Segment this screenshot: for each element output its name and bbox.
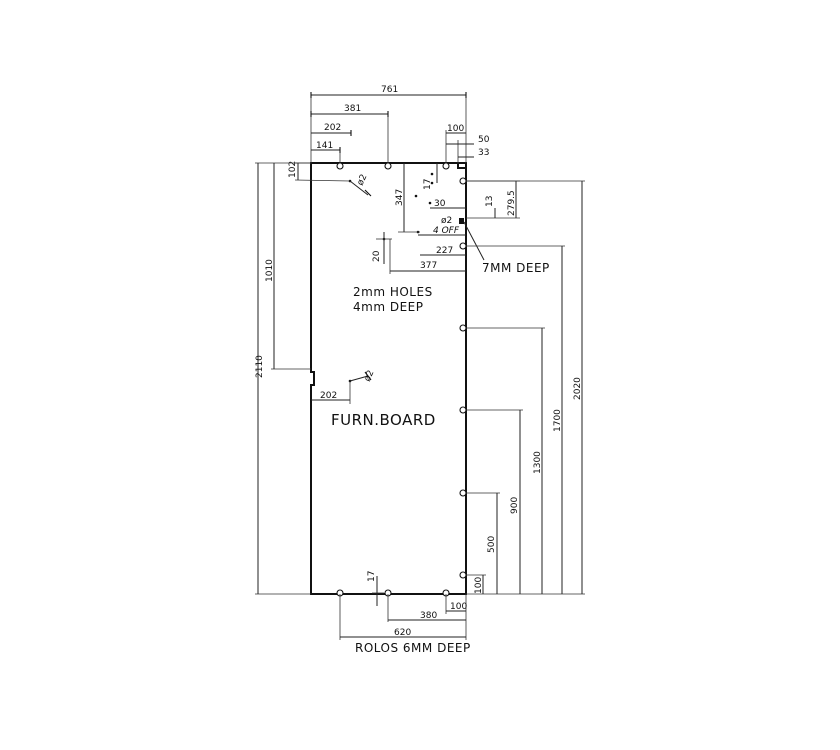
dim-100-top: 100 [447, 124, 464, 134]
hole [459, 571, 467, 579]
dim-381: 381 [344, 104, 361, 114]
dim-100-right: 100 [474, 577, 484, 594]
dim-20-group: 20 [372, 232, 392, 264]
hole [459, 489, 467, 497]
phi2-side-label: ø2 [363, 369, 377, 383]
top-dimensions: 761 381 202 141 100 50 33 [310, 85, 490, 163]
dim-761: 761 [381, 85, 398, 95]
dim-17-bottom: 17 [367, 571, 377, 582]
hole [459, 406, 467, 414]
dim-30: 30 [434, 199, 446, 209]
dim-1300: 1300 [533, 451, 543, 474]
dim-227: 227 [436, 246, 453, 256]
phi2-4off-callout: ø2 4 OFF [418, 216, 466, 236]
right-upper-dims: 13 279.5 [466, 180, 520, 219]
dim-2020: 2020 [573, 377, 583, 400]
hole [459, 242, 467, 250]
dim-13: 13 [485, 196, 495, 207]
right-height-dims: 2020 1700 1300 900 500 100 [466, 180, 585, 595]
dim-33: 33 [478, 148, 489, 158]
hole-notes: 2mm HOLES 4mm DEEP [353, 285, 433, 314]
rolos-note: ROLOS 6MM DEEP [355, 641, 471, 655]
furn-board-label: FURN.BOARD [331, 411, 436, 429]
dim-1700: 1700 [553, 409, 563, 432]
dim-279-5: 279.5 [507, 190, 517, 216]
dim-2110: 2110 [255, 355, 265, 378]
phi2-mid-label: ø2 [441, 216, 452, 226]
holes-note-line2: 4mm DEEP [353, 300, 423, 314]
dim-380: 380 [420, 611, 437, 621]
dim-202-mid: 202 [320, 391, 337, 401]
phi2-top-label: ø2 [356, 173, 370, 187]
dim-20: 20 [372, 250, 382, 262]
phi2-top-leader: ø2 [349, 173, 372, 197]
four-off-label: 4 OFF [433, 226, 460, 236]
holes-note-line1: 2mm HOLES [353, 285, 433, 299]
dim-50: 50 [478, 135, 490, 145]
left-height-dims: 2110 1010 [255, 162, 311, 595]
dim-347: 347 [395, 189, 405, 206]
dim-202-top: 202 [324, 123, 341, 133]
dim-500: 500 [487, 536, 497, 553]
bottom-dims: 17 100 380 620 [339, 571, 467, 640]
dim-102: 102 [288, 161, 298, 178]
right-edge-holes [459, 177, 467, 579]
hole [459, 324, 467, 332]
slot-mark [459, 218, 464, 224]
dim-1010: 1010 [265, 259, 275, 282]
seven-mm-deep-label: 7MM DEEP [482, 261, 550, 275]
hole [384, 162, 392, 170]
dim-17-top: 17 [423, 179, 433, 190]
dim-17-top-group: 17 [423, 163, 438, 190]
dim-620: 620 [394, 628, 411, 638]
hole [336, 162, 344, 170]
dim-141: 141 [316, 141, 333, 151]
dim-347-group: 347 [395, 163, 420, 233]
dims-227-377: 227 377 [389, 239, 466, 274]
hole [459, 177, 467, 185]
dim-900: 900 [510, 497, 520, 514]
board-outline [310, 162, 467, 595]
hole [442, 162, 450, 170]
dim-100-bottom: 100 [450, 602, 467, 612]
dim-30-group: 30 [430, 199, 466, 209]
seven-mm-deep-callout: 7MM DEEP [463, 221, 550, 275]
dim-377: 377 [420, 261, 437, 271]
mid-left-dims: 202 ø2 [311, 369, 376, 404]
small-drill-points [348, 172, 434, 383]
